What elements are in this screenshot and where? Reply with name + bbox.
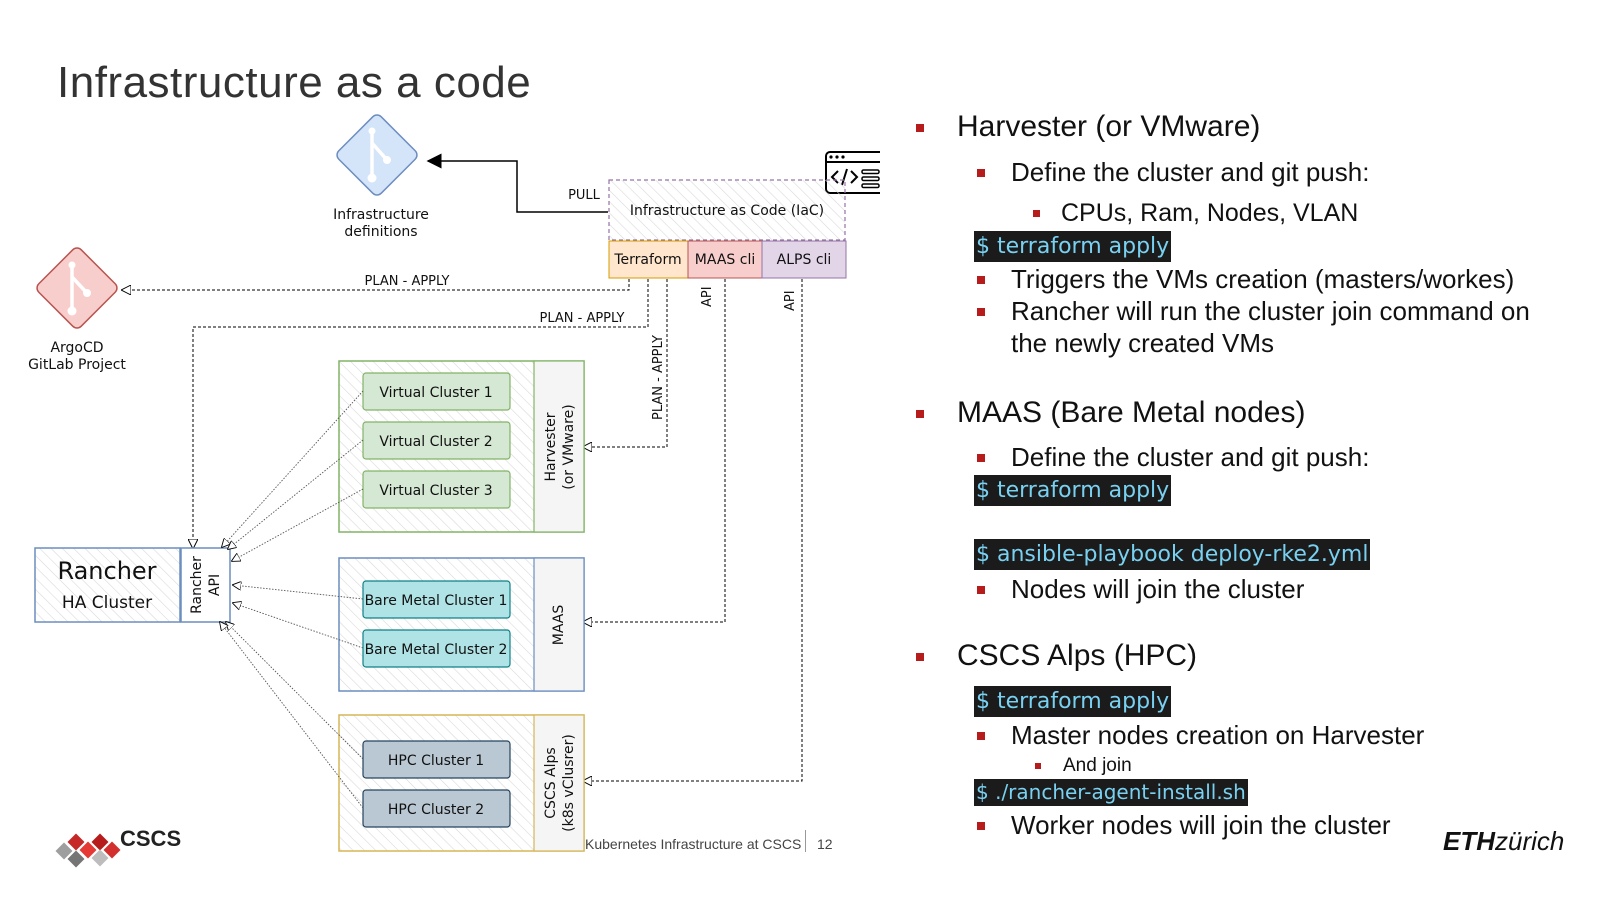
bullet-icon [977,169,985,177]
argocd-label-1: ArgoCD [50,340,103,356]
harvester-heading: Harvester (or VMware) [916,110,1260,144]
bullet-icon [977,308,985,316]
bullet-icon [916,124,924,132]
plan-apply-harvester-arrow [583,279,668,447]
alps-cli-label: ALPS cli [777,252,832,268]
alps-agent-install-command: $ ./rancher-agent-install.sh [974,779,1248,806]
footer-text: Kubernetes Infrastructure at CSCS [585,836,802,852]
bullet-icon [977,822,985,830]
hpc-cluster-2-box [362,789,511,828]
argocd-git-icon [36,247,118,329]
harvester-label-2: (or VMware) [561,404,577,489]
virtual-cluster-3-label: Virtual Cluster 3 [379,483,492,499]
harvester-side-panel [533,360,585,533]
hpc-cluster-1-label: HPC Cluster 1 [388,753,484,769]
alps-cli-box [761,240,847,279]
eth-zurich-logo: ETHzürich [1443,826,1565,856]
iac-box [608,179,846,241]
infrastructure-definitions-git-icon [336,114,418,196]
alps-terraform-command: $ terraform apply [974,686,1172,717]
page-number: 12 [817,836,833,852]
bullet-icon [977,732,985,740]
footer-separator [805,830,806,852]
alps-label-1: CSCS Alps [543,747,559,818]
maas-heading: MAAS (Bare Metal nodes) [916,396,1305,430]
cscs-logo-text: CSCS [120,826,182,851]
plan-apply-label-1: PLAN - APPLY [365,274,450,289]
infra-defs-label-1: Infrastructure [333,207,429,223]
plan-apply-rancher-arrow [193,279,649,548]
api-maas-arrow [583,279,726,622]
maas-terraform-command: $ terraform apply [974,475,1172,506]
bare-metal-cluster-1-label: Bare Metal Cluster 1 [365,593,508,609]
terraform-label: Terraform [613,252,681,268]
harvester-label-1: Harvester [543,412,559,481]
rancher-api-box [180,547,231,623]
rancher-title: Rancher [57,557,156,585]
rancher-api-label-2: API [207,574,223,596]
hpc-cluster-2-label: HPC Cluster 2 [388,802,484,818]
alps-and-join: And join [1035,755,1132,777]
maas-define: Define the cluster and git push: [977,442,1369,473]
bullet-icon [977,586,985,594]
maas-nodes-join: Nodes will join the cluster [977,574,1304,605]
harvester-rancher-join-cont: the newly created VMs [1011,328,1275,358]
pull-label: PULL [568,188,601,203]
alps-heading: CSCS Alps (HPC) [916,639,1197,673]
terraform-box [608,240,689,279]
harvester-specs: CPUs, Ram, Nodes, VLAN [1033,199,1358,228]
bare-metal-cluster-2-box [362,629,511,668]
argocd-label-2: GitLab Project [28,357,126,373]
pull-arrow [426,153,608,213]
alps-master-nodes: Master nodes creation on Harvester [977,720,1424,751]
rancher-subtitle: HA Cluster [62,593,152,613]
api-label-2: API [783,290,798,311]
alps-worker-nodes: Worker nodes will join the cluster [977,810,1391,841]
bare-metal-cluster-1-box [362,580,511,619]
maas-ansible-command: $ ansible-playbook deploy-rke2.yml [974,539,1371,570]
plan-apply-label-2: PLAN - APPLY [540,311,625,326]
maas-side-panel [533,557,585,692]
bullet-icon [1033,210,1040,217]
iac-title: Infrastructure as Code (IaC) [630,203,824,219]
bare-metal-cluster-2-label: Bare Metal Cluster 2 [365,642,508,658]
harvester-define: Define the cluster and git push: [977,157,1369,188]
cluster-to-rancher-arrows [220,390,364,809]
bullet-icon [977,454,985,462]
api-alps-arrow [583,279,803,781]
cscs-logo-icon [55,833,121,868]
infrastructure-diagram: Infrastructure definitions ArgoCD GitLab… [28,114,880,868]
plan-apply-argocd-arrow [122,279,630,290]
virtual-cluster-2-label: Virtual Cluster 2 [379,434,492,450]
rancher-ha-cluster-box [34,547,181,623]
bullet-icon [916,653,924,661]
alps-side-panel [533,714,585,852]
hpc-cluster-1-box [362,740,511,779]
plan-apply-vertical-label: PLAN - APPLY [651,335,666,420]
bullet-icon [916,410,924,418]
rancher-api-label-1: Rancher [189,556,205,614]
virtual-cluster-1-label: Virtual Cluster 1 [379,385,492,401]
alps-label-2: (k8s vClusrer) [561,734,577,832]
maas-cli-label: MAAS cli [695,252,755,268]
bullet-icon [1035,763,1041,769]
infra-defs-label-2: definitions [344,224,417,240]
harvester-rancher-join: Rancher will run the cluster join comman… [977,296,1530,327]
maas-cli-box [687,240,763,279]
harvester-terraform-command: $ terraform apply [974,231,1172,262]
maas-label: MAAS [551,605,567,646]
bullet-icon [977,276,985,284]
harvester-triggers: Triggers the VMs creation (masters/worke… [977,264,1514,295]
slide-title: Infrastructure as a code [57,58,532,107]
api-label-1: API [700,286,715,307]
